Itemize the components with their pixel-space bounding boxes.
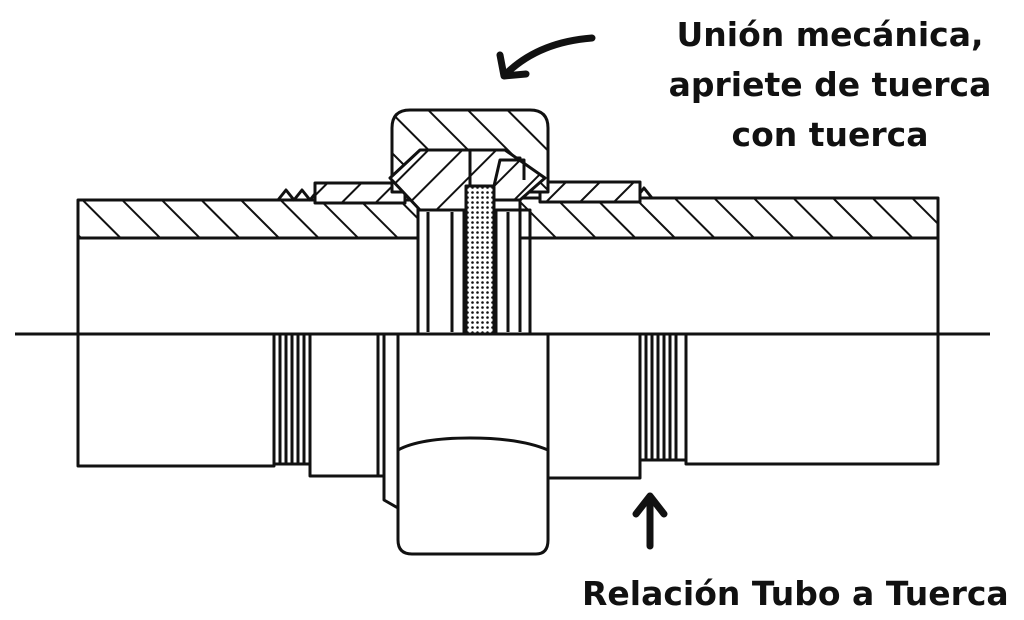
up-arrow-icon <box>632 492 668 550</box>
mechanical-union-line-3: con tuerca <box>731 115 929 154</box>
mechanical-union-line-2: apriete de tuerca <box>668 65 992 104</box>
union-nut-exterior <box>382 332 550 556</box>
right-pipe-exterior <box>684 332 940 466</box>
left-thread-exterior <box>272 332 312 466</box>
left-pipe-wall-section <box>76 198 420 240</box>
inner-ring-left <box>416 208 466 336</box>
mechanical-union-label: Unión mecánica, apriete de tuerca con tu… <box>660 10 1000 160</box>
right-collar-exterior <box>546 332 642 480</box>
right-thread-exterior <box>638 332 688 462</box>
left-pipe-exterior <box>76 332 276 468</box>
left-collar-exterior <box>308 332 386 478</box>
gasket-section <box>464 184 496 336</box>
pipe-to-nut-label: Relación Tubo a Tuerca <box>582 574 1009 613</box>
right-pipe-wall-section <box>518 196 940 240</box>
mechanical-union-line-1: Unión mecánica, <box>676 15 984 54</box>
curved-arrow-icon <box>496 34 596 80</box>
gasket-lip <box>492 158 526 187</box>
right-collar-section <box>538 180 642 204</box>
